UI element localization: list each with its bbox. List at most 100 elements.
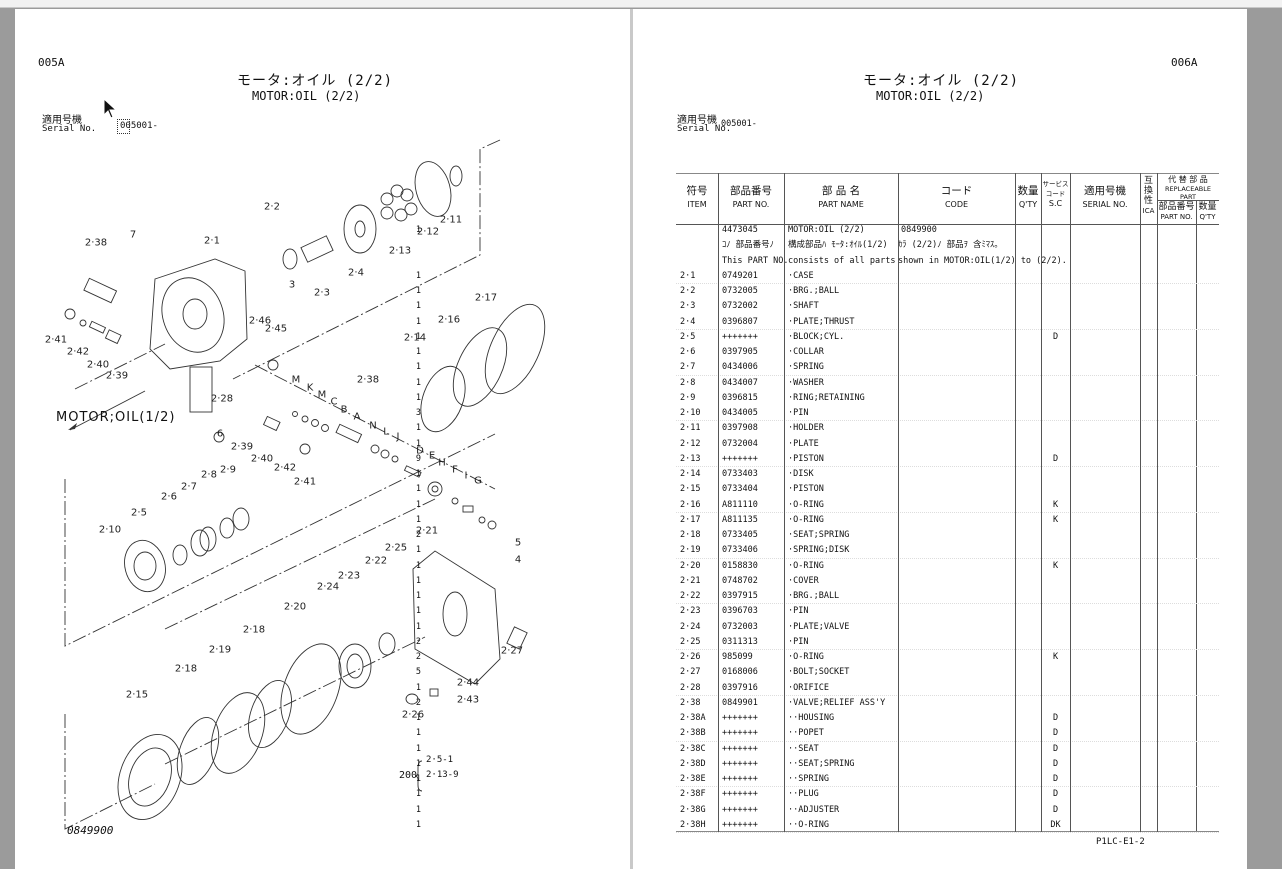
cell-item: 2·38G — [680, 804, 706, 815]
cell-name: ··SPRING — [788, 774, 829, 784]
kit-note-line1: 2·5-1 — [426, 755, 454, 765]
cell-item: 2·19 — [680, 545, 701, 556]
callout-label: 2·14 — [403, 332, 427, 344]
cell-qty: 3 — [415, 408, 421, 418]
assembly-qty: 1 — [415, 225, 421, 235]
header-text: REPLACEABLE PART — [1165, 185, 1211, 201]
cell-item: 2·23 — [680, 606, 701, 617]
title-en: MOTOR:OIL (2/2) — [876, 89, 985, 103]
cell-part-no: 0749201 — [722, 270, 758, 281]
title-en: MOTOR:OIL (2/2) — [252, 89, 361, 103]
cell-sc: K — [1052, 499, 1059, 510]
header-text: PART NO. — [732, 200, 770, 209]
cell-qty: 1 — [415, 743, 421, 754]
cell-qty: 2 — [415, 652, 421, 662]
table-row — [676, 498, 1219, 513]
cell-item: 2·28 — [680, 682, 701, 693]
cell-name: ·BRG.;BALL — [788, 591, 840, 601]
cell-sc: D — [1052, 453, 1059, 464]
cell-name: ·HOLDER — [788, 423, 824, 434]
cell-name: ·DISK — [788, 469, 814, 479]
callout-label: 7 — [129, 229, 137, 241]
viewer-toolbar — [0, 0, 1282, 8]
column-divider — [784, 173, 785, 832]
cell-qty: 1 — [415, 606, 421, 617]
cell-name: ·BLOCK;CYL. — [788, 331, 845, 342]
column-divider — [898, 173, 899, 832]
cell-name: ·O-RING — [788, 514, 824, 525]
title-jp: モータ:オイル (2/2) — [863, 73, 1020, 89]
cell-item: 2·9 — [680, 392, 696, 403]
cell-qty: 1 — [415, 560, 421, 571]
serial-value: 005001- — [721, 119, 757, 129]
cell-item: 2·16 — [680, 499, 701, 510]
page-number: 005A — [38, 56, 65, 69]
assembly-note-jp: 構成部品ﾊ ﾓｰﾀ:ｵｲﾙ(1/2) — [788, 240, 888, 251]
cell-part-no: A811110 — [722, 499, 758, 510]
cell-name: ··O-RING — [788, 819, 829, 830]
header-text: 代 替 部 品 — [1168, 175, 1208, 184]
cell-qty: 1 — [415, 484, 421, 495]
callout-label: 2·23 — [337, 570, 361, 582]
cell-part-no: 0397905 — [722, 347, 758, 357]
callout-label: F — [452, 464, 458, 476]
page-footer-code: P1LC-E1-2 — [1096, 837, 1145, 847]
cell-name: ·PISTON — [788, 484, 824, 495]
header-text: コード — [940, 185, 973, 197]
assembly-name: MOTOR:OIL (2/2) — [788, 225, 865, 235]
header-text: CODE — [944, 200, 969, 209]
cell-name: ·O-RING — [788, 652, 824, 662]
cell-item: 2·17 — [680, 514, 701, 525]
callout-label: 2·7 — [181, 481, 197, 493]
cell-qty: 2 — [415, 530, 421, 540]
callout-label: 2·40 — [86, 359, 110, 371]
relief-valve-parts — [292, 411, 497, 530]
table-row — [676, 452, 1219, 467]
header-text: 数量 — [1017, 185, 1039, 197]
cell-item: 2·15 — [680, 484, 701, 495]
cell-qty: 1 — [415, 270, 421, 281]
cell-qty: 1 — [415, 713, 421, 723]
cell-sc: D — [1052, 331, 1059, 342]
cell-part-no: 0733406 — [722, 545, 758, 556]
kit-note-number: 200 — [399, 770, 418, 781]
cell-part-no: 0748702 — [722, 575, 758, 586]
header-text: 適用号機 — [1084, 185, 1126, 197]
callout-label: 2·45 — [264, 323, 288, 335]
cell-qty: 1 — [415, 682, 421, 693]
cell-qty: 1 — [415, 774, 421, 784]
assembly-note-en: This PART NO. — [722, 255, 789, 266]
table-row — [676, 315, 1219, 330]
cell-part-no: 0733403 — [722, 469, 758, 479]
table-row — [676, 269, 1219, 284]
cell-part-no: +++++++ — [722, 713, 758, 723]
cell-sc: DK — [1050, 819, 1061, 830]
cell-qty: 1 — [415, 591, 421, 601]
cell-name: ·COVER — [788, 575, 819, 586]
cell-item: 2·38D — [680, 758, 706, 769]
cell-item: 2·1 — [680, 270, 696, 281]
column-divider — [1070, 173, 1071, 832]
column-divider — [1157, 173, 1158, 832]
callout-label: A — [353, 411, 361, 423]
callout-label: 2·39 — [230, 441, 254, 453]
cell-part-no: 0397916 — [722, 682, 758, 693]
callout-label: 2·17 — [474, 292, 498, 304]
cell-name: ·WASHER — [788, 377, 824, 388]
cell-qty: 1 — [415, 758, 421, 769]
header-text: PART NO. — [1160, 213, 1193, 221]
callout-label: 2·8 — [201, 469, 217, 481]
cell-item: 2·6 — [680, 347, 696, 357]
callout-label: 2·4 — [348, 267, 364, 279]
mouse-cursor-icon — [103, 98, 118, 119]
cell-name: ·VALVE;RELIEF ASS'Y — [788, 697, 886, 708]
header-text: 数量 — [1198, 202, 1217, 212]
cell-qty: 1 — [415, 575, 421, 586]
reference-label: MOTOR;OIL(1/2) — [56, 410, 176, 425]
assembly-note-en: shown in MOTOR:OIL(1/2) to (2/2). — [898, 255, 1067, 266]
callout-label: 2·22 — [364, 555, 388, 567]
pistons — [380, 184, 418, 222]
